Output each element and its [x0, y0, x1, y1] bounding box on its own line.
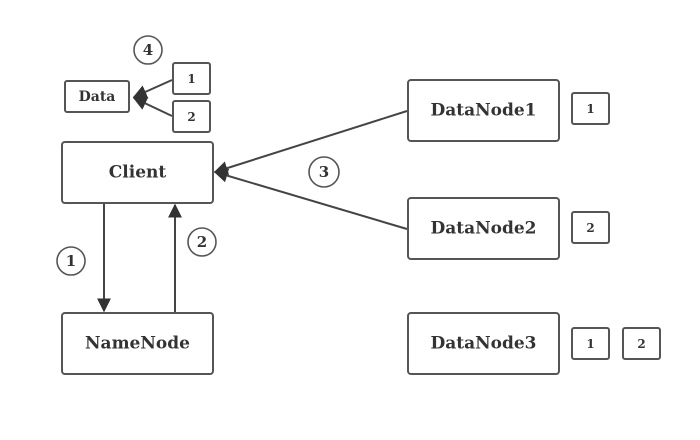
client-label: Client [109, 163, 167, 183]
step-1-marker: 1 [56, 246, 86, 276]
data-block-1: 1 [172, 62, 211, 95]
step-3-marker: 3 [308, 156, 340, 188]
namenode-label: NameNode [85, 334, 190, 354]
client-node: Client [61, 141, 214, 204]
data-label: Data [79, 89, 116, 105]
datanode1-node: DataNode1 [407, 79, 560, 142]
namenode-node: NameNode [61, 312, 214, 375]
step-2-label: 2 [197, 233, 207, 251]
edge-block1-to-data [132, 79, 173, 99]
datanode2-block-2-label: 2 [586, 221, 594, 235]
data-node: Data [64, 80, 130, 113]
edge-block2-to-data [132, 97, 173, 117]
datanode3-block-2-label: 2 [637, 337, 645, 351]
datanode3-block-1-label: 1 [586, 337, 594, 351]
step-2-marker: 2 [187, 227, 217, 257]
datanode2-block-2: 2 [571, 211, 610, 244]
edge-datanode1-to-client [213, 110, 408, 175]
datanode3-block-2: 2 [622, 327, 661, 360]
datanode2-label: DataNode2 [430, 219, 536, 239]
step-1-label: 1 [66, 252, 76, 270]
datanode2-node: DataNode2 [407, 197, 560, 260]
datanode3-block-1: 1 [571, 327, 610, 360]
datanode3-node: DataNode3 [407, 312, 560, 375]
step-4-marker: 4 [133, 35, 163, 65]
datanode1-label: DataNode1 [430, 101, 536, 121]
step-4-label: 4 [143, 41, 153, 59]
edge-datanode2-to-client [213, 168, 408, 230]
datanode3-label: DataNode3 [430, 334, 536, 354]
datanode1-block-1: 1 [571, 92, 610, 125]
data-block-2-label: 2 [187, 110, 195, 124]
data-block-2: 2 [172, 100, 211, 133]
data-block-1-label: 1 [187, 72, 195, 86]
datanode1-block-1-label: 1 [586, 102, 594, 116]
step-3-label: 3 [319, 163, 329, 181]
